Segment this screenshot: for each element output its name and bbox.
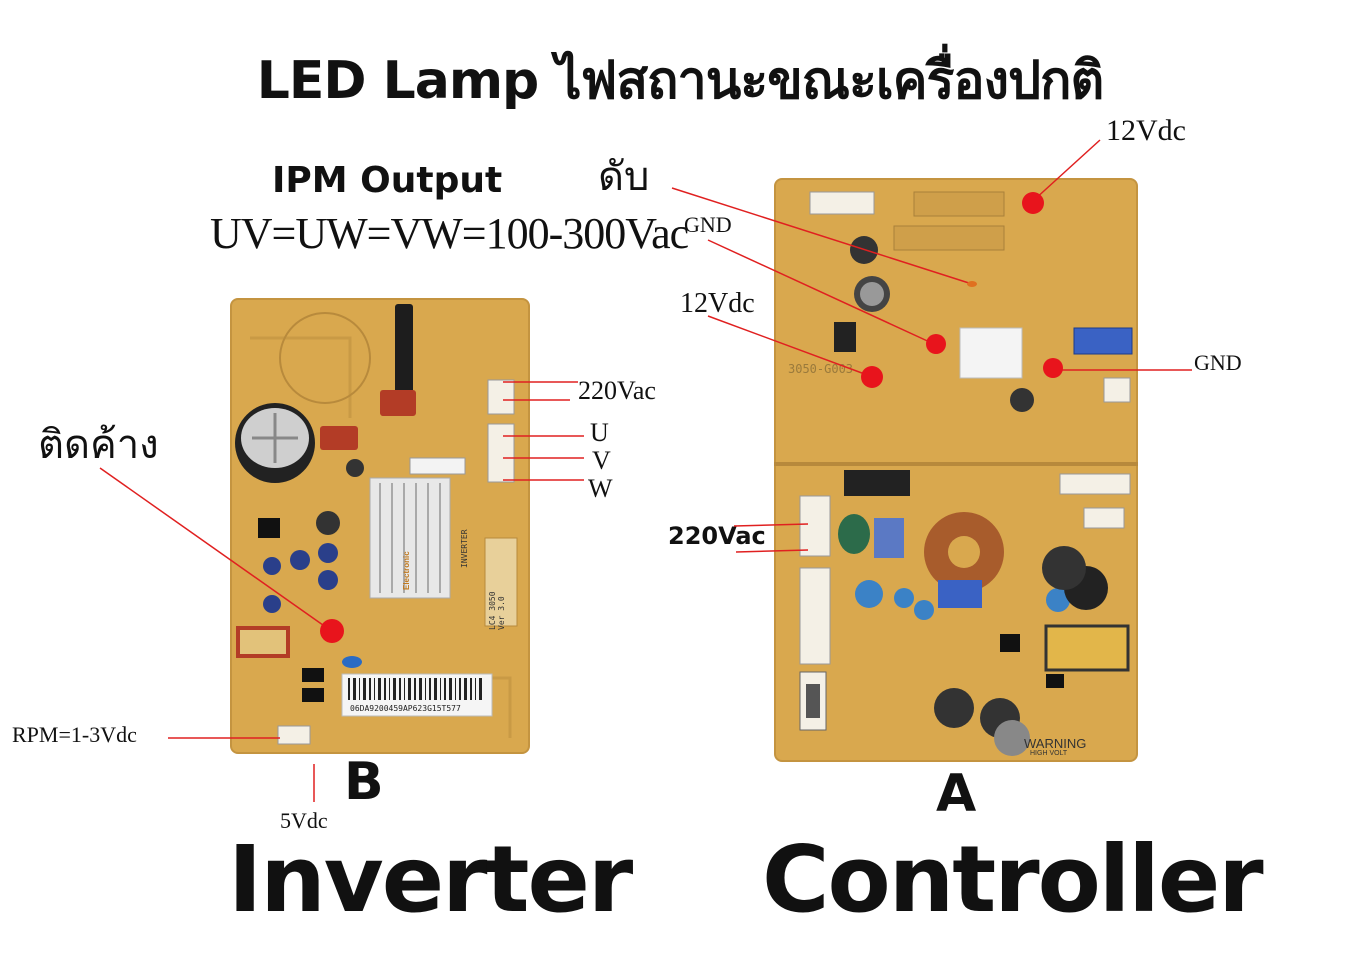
inverter-board-graphic — [235, 304, 518, 745]
leader-12vdc-mid — [707, 315, 871, 377]
inverter-name: Inverter — [228, 826, 633, 933]
controller-gnd-left-label: GND — [684, 212, 732, 237]
controller-warning: WARNING — [1024, 736, 1087, 751]
controller-board-graphic — [774, 191, 1138, 756]
controller-board-code: 3050-G003 — [788, 362, 854, 376]
leader-controller-220-a — [733, 523, 809, 527]
controller-board: 3050-G003 WARNING HIGH VOLT — [774, 178, 1138, 762]
phase-v-label: V — [592, 446, 611, 475]
controller-led-gnd-left — [926, 334, 946, 354]
controller-gnd-right-label: GND — [1194, 350, 1242, 375]
ipm-formula: UV=UW=VW=100-300Vac — [210, 209, 689, 258]
controller-warning-sub: HIGH VOLT — [1030, 750, 1068, 757]
phase-u-label: U — [590, 418, 609, 447]
leader-gnd-left — [707, 239, 935, 345]
ipm-output-heading: IPM Output — [272, 160, 503, 201]
inverter-220vac-label: 220Vac — [578, 376, 656, 405]
leader-stuck — [99, 467, 331, 631]
controller-led-gnd-right — [1043, 358, 1063, 378]
phase-w-label: W — [588, 474, 613, 503]
inverter-letter: B — [344, 752, 384, 812]
controller-led-12vdc-mid — [861, 366, 883, 388]
controller-letter: A — [936, 764, 976, 824]
leader-12vdc-top — [1033, 139, 1101, 201]
page-title: LED Lamp ไฟสถานะขณะเครื่องปกติ — [256, 51, 1105, 111]
stuck-label: ติดค้าง — [38, 422, 159, 468]
inverter-status-led — [320, 619, 344, 643]
controller-led-12vdc — [1022, 192, 1044, 214]
inverter-board: 06DA9200459AP623G15T577 INVERTER LC4 305… — [230, 298, 530, 754]
inverter-barcode-text: 06DA9200459AP623G15T577 — [350, 704, 461, 713]
controller-name: Controller — [762, 826, 1264, 933]
controller-12vdc-top-label: 12Vdc — [1106, 114, 1186, 147]
rpm-label: RPM=1-3Vdc — [12, 722, 137, 747]
controller-12vdc-mid-label: 12Vdc — [680, 288, 755, 319]
leader-off — [671, 187, 973, 285]
5vdc-label: 5Vdc — [280, 808, 328, 833]
controller-led-off — [967, 281, 977, 287]
leader-controller-220-b — [735, 549, 809, 553]
off-label: ดับ — [598, 154, 650, 200]
controller-220vac-label: 220Vac — [668, 522, 766, 550]
